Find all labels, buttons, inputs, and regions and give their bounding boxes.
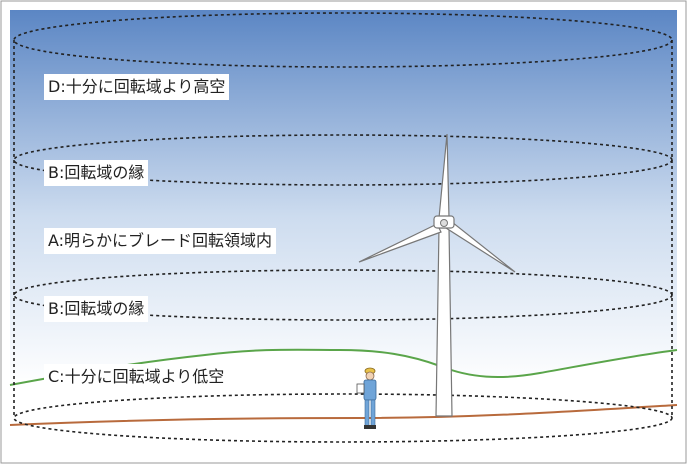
worker-body	[363, 379, 377, 401]
turbine-hub	[440, 219, 448, 227]
field-surveyor-figure	[356, 367, 377, 429]
ground-line	[9, 404, 678, 426]
hill-line	[9, 348, 678, 386]
zone-a-label: A:明らかにブレード回転領域内	[44, 228, 277, 254]
worker-head	[365, 371, 375, 381]
worker-leg-right	[370, 399, 376, 427]
zone-b-lower-label: B:回転域の縁	[44, 296, 149, 322]
zone-c-label: C:十分に回転域より低空	[44, 364, 229, 390]
zone-d-label: D:十分に回転域より高空	[44, 74, 230, 100]
wind-turbine	[358, 133, 516, 417]
turbine-tower	[435, 227, 453, 417]
top-boundary-ring	[13, 12, 673, 68]
worker-leg-left	[364, 399, 370, 427]
upper-rotor-edge-ring	[13, 134, 673, 186]
worker-boot-left	[364, 425, 370, 429]
sky	[10, 10, 677, 386]
worker-clipboard	[356, 383, 365, 394]
lower-rotor-edge-ring	[13, 269, 673, 321]
zone-b-upper-label: B:回転域の縁	[44, 160, 149, 186]
worker-boot-right	[370, 425, 376, 429]
ground-boundary-ring	[13, 393, 673, 443]
